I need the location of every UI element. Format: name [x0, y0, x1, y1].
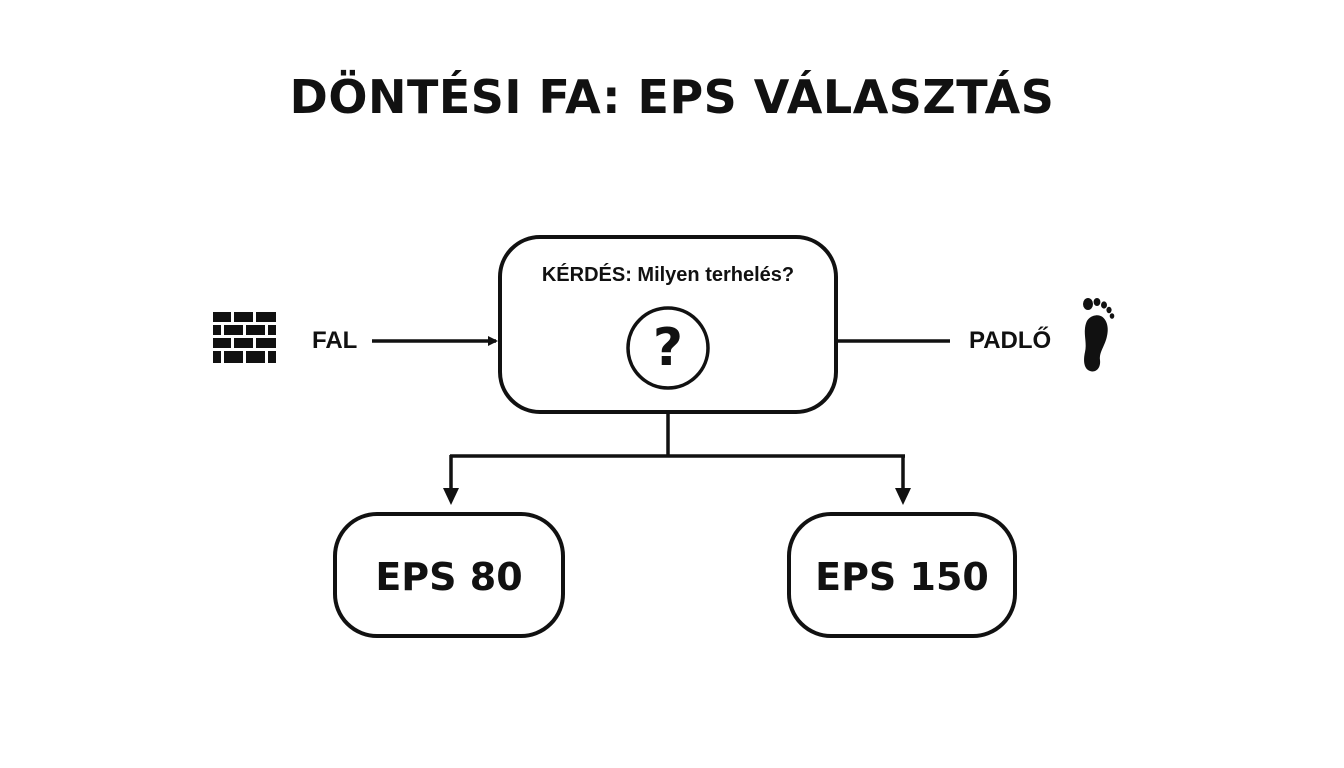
left-branch-arrowhead	[443, 488, 459, 505]
outcome-node-eps80	[333, 512, 565, 638]
question-mark-symbol: ?	[652, 318, 684, 378]
floor-label: PADLŐ	[969, 327, 1052, 354]
brick-wall-icon	[213, 312, 276, 363]
outcome-label-eps80: EPS 80	[375, 555, 523, 599]
outcome-node-eps150	[787, 512, 1017, 638]
right-branch-arrowhead	[895, 488, 911, 505]
wall-label: FAL	[312, 327, 358, 354]
question-circle	[626, 306, 710, 390]
question-label: KÉRDÉS: Milyen terhelés?	[541, 264, 795, 286]
footprint-icon	[1083, 298, 1115, 372]
diagram-title: DÖNTÉSI FA: EPS VÁLASZTÁS	[289, 70, 1055, 124]
outcome-label-eps150: EPS 150	[815, 555, 989, 599]
